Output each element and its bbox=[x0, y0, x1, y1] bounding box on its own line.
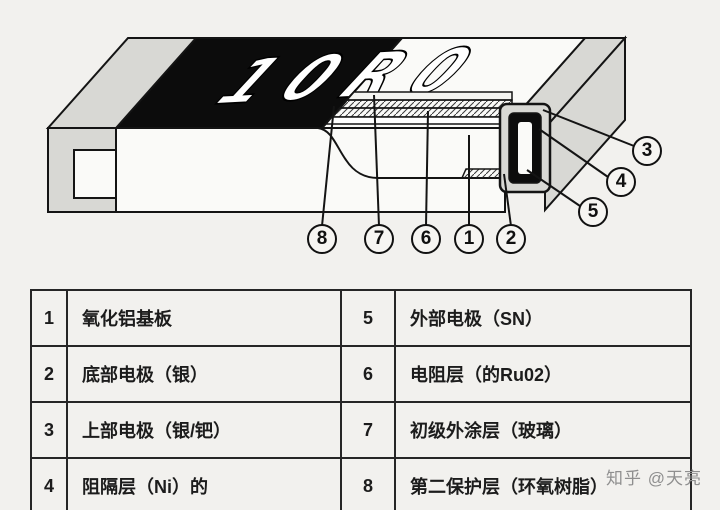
legend-desc: 电阻层（的Ru02） bbox=[394, 345, 692, 403]
legend-key: 6 bbox=[340, 345, 396, 403]
glass-overcoat-band bbox=[338, 99, 513, 109]
resistive-layer-band bbox=[330, 107, 513, 118]
leader-line-5 bbox=[526, 169, 581, 207]
callout-4-label: 4 bbox=[615, 171, 627, 192]
legend-desc: 上部电极（银/钯） bbox=[66, 401, 342, 459]
callout-8: 8 bbox=[307, 224, 337, 254]
callout-5-label: 5 bbox=[587, 201, 599, 222]
legend-desc: 外部电极（SN） bbox=[394, 289, 692, 347]
leader-line-6 bbox=[425, 110, 429, 227]
legend-desc: 阻隔层（Ni）的 bbox=[66, 457, 342, 510]
callout-1-label: 1 bbox=[463, 228, 475, 249]
legend-desc: 氧化铝基板 bbox=[66, 289, 342, 347]
callout-2-label: 2 bbox=[505, 228, 517, 249]
legend-key: 8 bbox=[340, 457, 396, 510]
callout-7-label: 7 bbox=[373, 228, 385, 249]
legend-key: 3 bbox=[30, 401, 68, 459]
legend-key: 7 bbox=[340, 401, 396, 459]
legend-desc: 初级外涂层（玻璃） bbox=[394, 401, 692, 459]
callout-6: 6 bbox=[411, 224, 441, 254]
legend-key: 5 bbox=[340, 289, 396, 347]
watermark: 知乎 @天亮 bbox=[606, 469, 702, 488]
legend-key: 1 bbox=[30, 289, 68, 347]
callout-3: 3 bbox=[632, 136, 662, 166]
callout-2: 2 bbox=[496, 224, 526, 254]
callout-4: 4 bbox=[606, 167, 636, 197]
callout-6-label: 6 bbox=[420, 228, 432, 249]
left-terminal-notch bbox=[73, 149, 117, 199]
leader-line-8 bbox=[321, 105, 335, 227]
legend-table: 1 氧化铝基板 5 外部电极（SN） 2 底部电极（银） 6 电阻层（的Ru02… bbox=[30, 289, 692, 510]
callout-1: 1 bbox=[454, 224, 484, 254]
resistor-diagram: 10R0 bbox=[45, 33, 662, 254]
cutaway-curve bbox=[317, 127, 505, 179]
resistor-cutaway-svg: 10R0 bbox=[45, 33, 635, 227]
legend-row-1: 1 氧化铝基板 5 外部电极（SN） bbox=[30, 289, 692, 347]
upper-electrode-band bbox=[324, 116, 513, 125]
legend-row-3: 3 上部电极（银/钯） 7 初级外涂层（玻璃） bbox=[30, 401, 692, 459]
leader-line-2 bbox=[503, 173, 512, 227]
callout-8-label: 8 bbox=[316, 228, 328, 249]
leader-lines bbox=[321, 94, 635, 227]
substrate-front-face bbox=[115, 127, 506, 213]
glass-overcoat-top bbox=[345, 91, 513, 101]
callout-7: 7 bbox=[364, 224, 394, 254]
leader-line-7 bbox=[373, 94, 380, 227]
legend-row-4: 4 阻隔层（Ni）的 8 第二保护层（环氧树脂） bbox=[30, 457, 692, 510]
leader-line-3 bbox=[542, 109, 635, 147]
terminal-core-section bbox=[518, 122, 532, 174]
legend-key: 2 bbox=[30, 345, 68, 403]
callout-3-label: 3 bbox=[641, 140, 653, 161]
callout-5: 5 bbox=[578, 197, 608, 227]
legend-desc: 底部电极（银） bbox=[66, 345, 342, 403]
legend-key: 4 bbox=[30, 457, 68, 510]
legend-desc: 第二保护层（环氧树脂） bbox=[394, 457, 692, 510]
leader-line-4 bbox=[538, 128, 609, 178]
legend-row-2: 2 底部电极（银） 6 电阻层（的Ru02） bbox=[30, 345, 692, 403]
